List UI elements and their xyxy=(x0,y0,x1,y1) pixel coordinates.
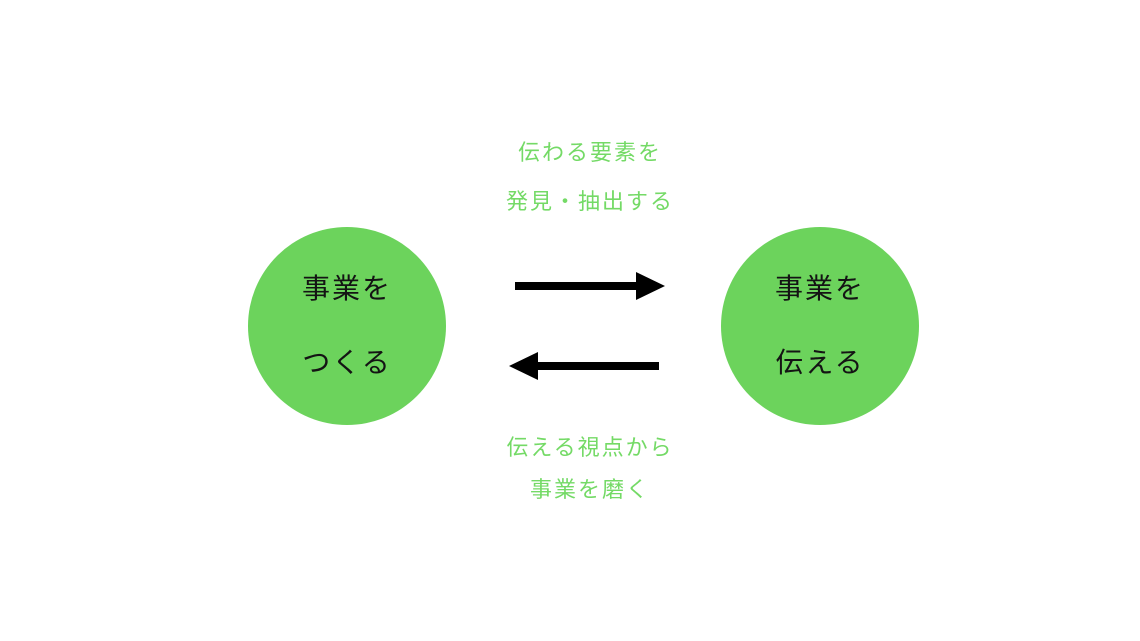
convey-business-circle-line-2: 伝える xyxy=(775,347,865,378)
create-business-circle: 事業を つくる xyxy=(248,227,446,425)
convey-business-circle-line-1: 事業を xyxy=(774,273,865,305)
top-annotation-line-2: 発見・抽出する xyxy=(505,189,674,214)
bottom-annotation: 伝える視点から 事業を磨く xyxy=(440,436,740,502)
create-business-circle-line-2: つくる xyxy=(302,347,392,378)
bottom-annotation-line-1: 伝える視点から xyxy=(506,435,674,460)
top-annotation-line-1: 伝わる要素を xyxy=(517,140,662,165)
create-business-circle-line-1: 事業を xyxy=(301,273,392,305)
top-annotation: 伝わる要素を 発見・抽出する xyxy=(440,141,740,214)
arrow-right-icon xyxy=(514,271,666,301)
arrow-left-icon xyxy=(508,351,660,381)
bottom-annotation-line-2: 事業を磨く xyxy=(529,477,650,502)
convey-business-circle: 事業を 伝える xyxy=(721,227,919,425)
